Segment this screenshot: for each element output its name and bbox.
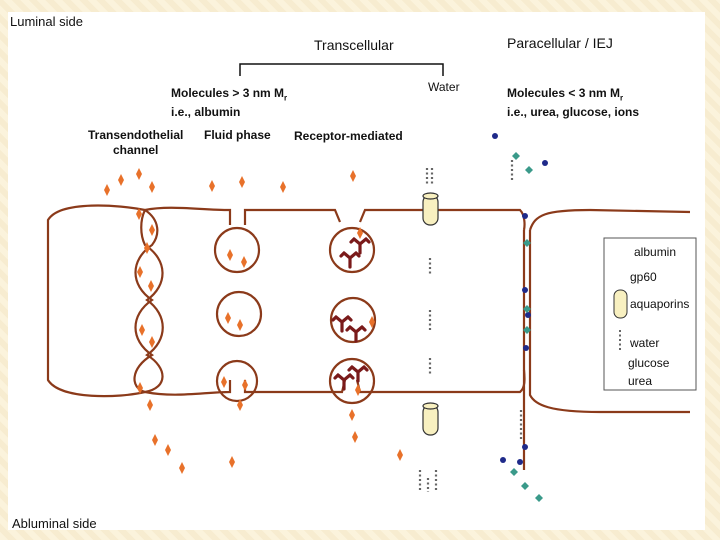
small-molecules-line2: i.e., urea, glucose, ions [507,105,640,120]
abluminal-side-label: Abluminal side [12,516,97,531]
legend-aquaporins: aquaporins [630,297,690,311]
channel-line2: channel [113,143,159,157]
channel-line1: Transendothelial [88,128,184,142]
water-label: Water [428,80,460,94]
legend-gp60: gp60 [630,270,657,284]
large-molecules-sub: r [284,93,288,103]
legend-water: water [630,336,660,350]
luminal-side-label: Luminal side [10,14,83,29]
transendothelial-channel-label: Transendothelial channel [88,128,183,158]
small-molecules-label: Molecules < 3 nm Mr i.e., urea, glucose,… [507,86,639,120]
transcellular-label: Transcellular [314,37,394,53]
legend-albumin: albumin [634,245,677,259]
legend-aquaporin-icon [613,289,628,319]
aquaporin-bottom [422,402,439,436]
large-molecules-label: Molecules > 3 nm Mr i.e., albumin [171,86,287,120]
cell-membranes [46,204,691,470]
paracellular-label: Paracellular / IEJ [507,35,613,51]
large-molecules-line1: Molecules > 3 nm M [171,86,285,100]
water-molecules [418,160,523,492]
receptor-mediated-label: Receptor-mediated [294,129,403,143]
small-molecules-line1: Molecules < 3 nm M [507,86,621,100]
legend-urea: urea [628,374,653,388]
large-molecules-line2: i.e., albumin [171,105,241,120]
gp60-receptors [331,237,632,391]
transcellular-bracket [239,63,444,76]
fluid-phase-label: Fluid phase [204,128,271,142]
small-molecules-sub: r [620,93,624,103]
glucose-particles [510,152,621,502]
legend-glucose: glucose [628,356,670,370]
aquaporin-top [422,192,439,226]
urea-particles [492,133,620,465]
